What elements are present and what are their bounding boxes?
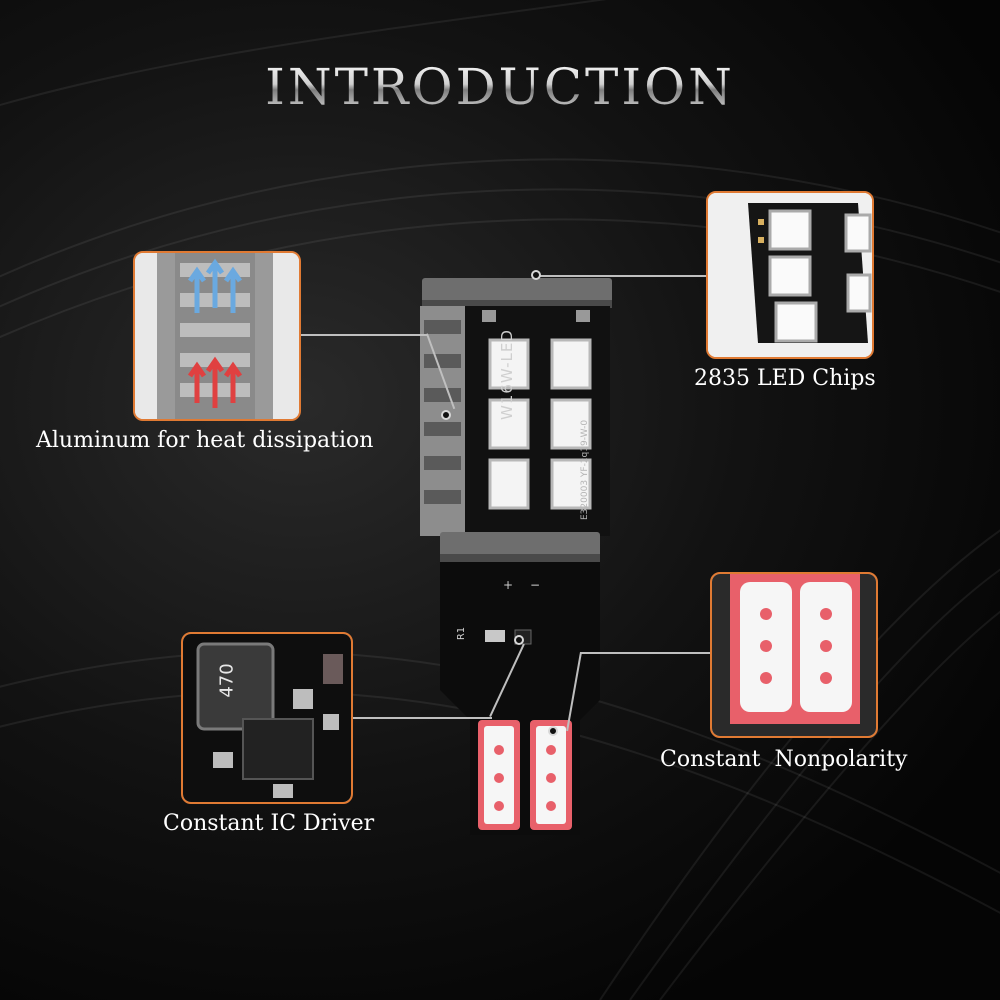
ic-chip [242, 718, 314, 780]
led-chip-array [488, 338, 592, 510]
connector-line-driver [352, 717, 492, 719]
contact-pads [478, 720, 572, 830]
ic-driver-closeup-image [183, 634, 351, 802]
board-model-text: W16W-LED [498, 329, 516, 420]
page-title: INTRODUCTION [0, 58, 1000, 116]
cool-arrows-icon [187, 258, 243, 313]
resistor-label: R1 [456, 626, 468, 641]
contact-pads-closeup-image [712, 574, 876, 736]
label-ic-driver: Constant IC Driver [163, 811, 375, 836]
led-chip-closeup-image [708, 193, 872, 357]
label-nonpolarity: Constant Nonpolarity [660, 747, 908, 772]
led-bulb [410, 270, 620, 850]
label-led-chips: 2835 LED Chips [694, 366, 876, 391]
board-code-text: E320003 YF-2q19-W-0 [580, 419, 590, 520]
heatsink-closeup-image [135, 253, 299, 419]
connector-dot-heat [441, 410, 451, 420]
connector-line-polarity [580, 652, 712, 654]
callout-ic-driver [181, 632, 353, 804]
connector-line-chips [540, 275, 710, 277]
minus-mark: − [530, 578, 541, 592]
connector-line-heat [300, 334, 428, 336]
callout-led-chips [706, 191, 874, 359]
label-heat-dissipation: Aluminum for heat dissipation [36, 428, 374, 453]
connector-dot-driver [514, 635, 524, 645]
connector-dot-chips [531, 270, 541, 280]
connector-dot-polarity [548, 726, 558, 736]
inductor-marking: 470 [216, 663, 238, 698]
inductor-470 [196, 642, 275, 731]
callout-heat-dissipation [133, 251, 301, 421]
heat-arrows-icon [187, 356, 243, 408]
callout-nonpolarity [710, 572, 878, 738]
plus-mark: + [503, 578, 514, 592]
